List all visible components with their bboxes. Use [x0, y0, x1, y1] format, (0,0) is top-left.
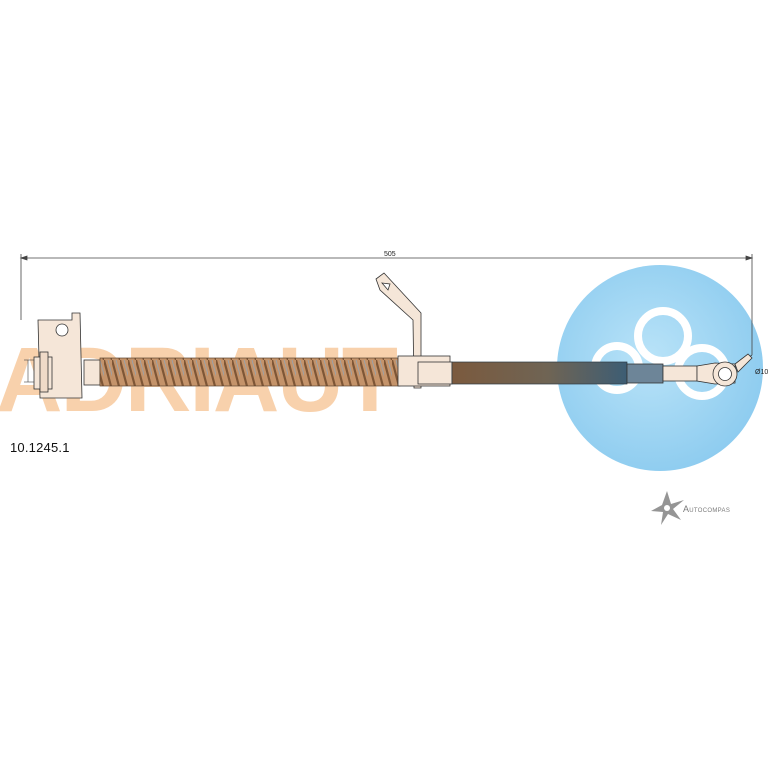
autocompas-logo-icon [651, 491, 684, 525]
spiral-guard-section [99, 357, 401, 387]
left-fitting [33, 312, 101, 399]
right-fitting [626, 353, 753, 387]
part-number: 10.1245.1 [10, 440, 70, 455]
mounting-bracket [375, 272, 453, 389]
overall-length-label: 505 [384, 251, 396, 258]
brand-name: Autocompas [683, 504, 731, 514]
hose-body [451, 361, 628, 385]
fitting-diameter-label: Ø10 [755, 369, 768, 376]
thread-dimension-marker [24, 359, 34, 383]
